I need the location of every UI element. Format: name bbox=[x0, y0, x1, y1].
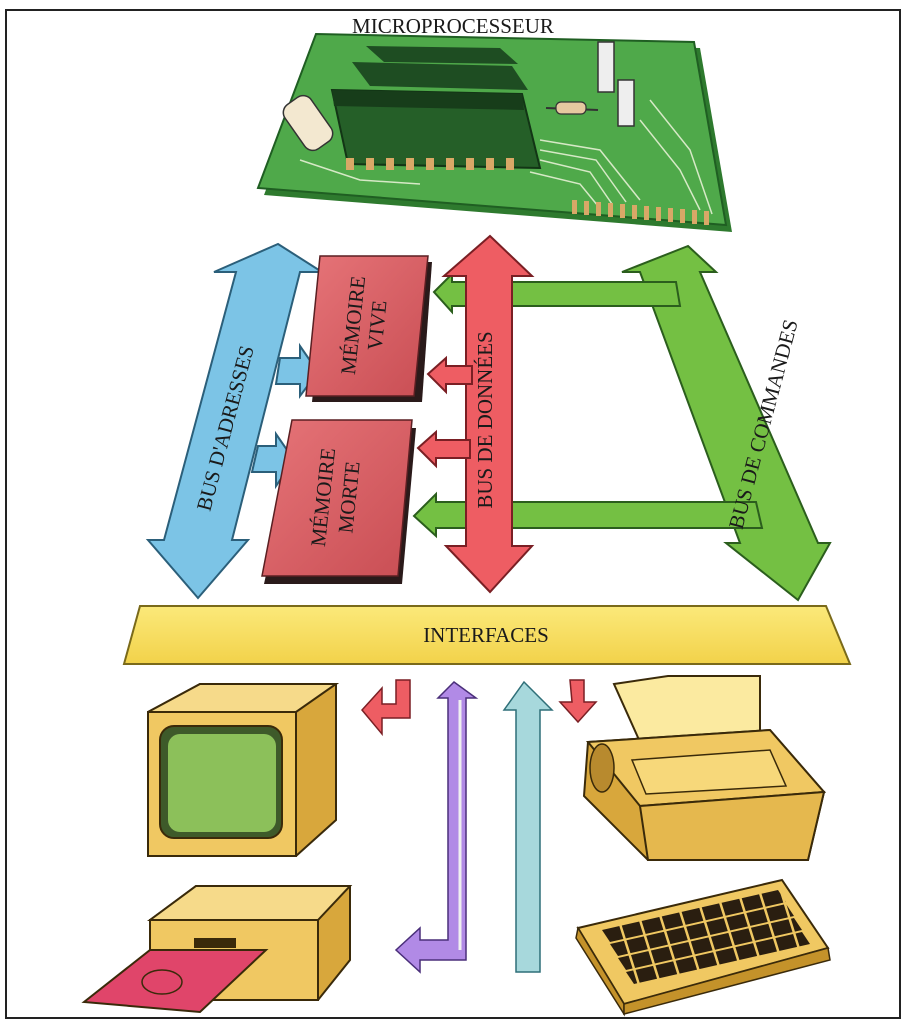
rom-block: MÉMOIRE MORTE bbox=[261, 419, 416, 584]
keyboard-input-arrow bbox=[502, 680, 554, 973]
data-bus-label: BUS DE DONNÉES bbox=[473, 331, 497, 508]
circuit-board-icon bbox=[256, 32, 732, 232]
ram-block: MÉMOIRE VIVE bbox=[305, 255, 432, 402]
disk-io-arrow bbox=[394, 681, 479, 974]
printer-icon bbox=[582, 675, 827, 861]
disk-drive-icon bbox=[81, 885, 353, 1014]
interfaces-bar: INTERFACES bbox=[122, 605, 852, 665]
printer-output-arrow bbox=[558, 679, 598, 724]
monitor-output-arrow bbox=[361, 679, 411, 737]
interfaces-label: INTERFACES bbox=[423, 623, 549, 647]
frame-border bbox=[5, 9, 901, 1019]
ram-label-line2: VIVE bbox=[362, 299, 391, 351]
diagram-title: MICROPROCESSEUR bbox=[352, 14, 554, 38]
data-bus-arrow bbox=[416, 234, 535, 594]
keyboard-icon bbox=[575, 878, 831, 1017]
monitor-icon bbox=[147, 683, 340, 857]
floppy-disk-icon bbox=[81, 949, 269, 1014]
